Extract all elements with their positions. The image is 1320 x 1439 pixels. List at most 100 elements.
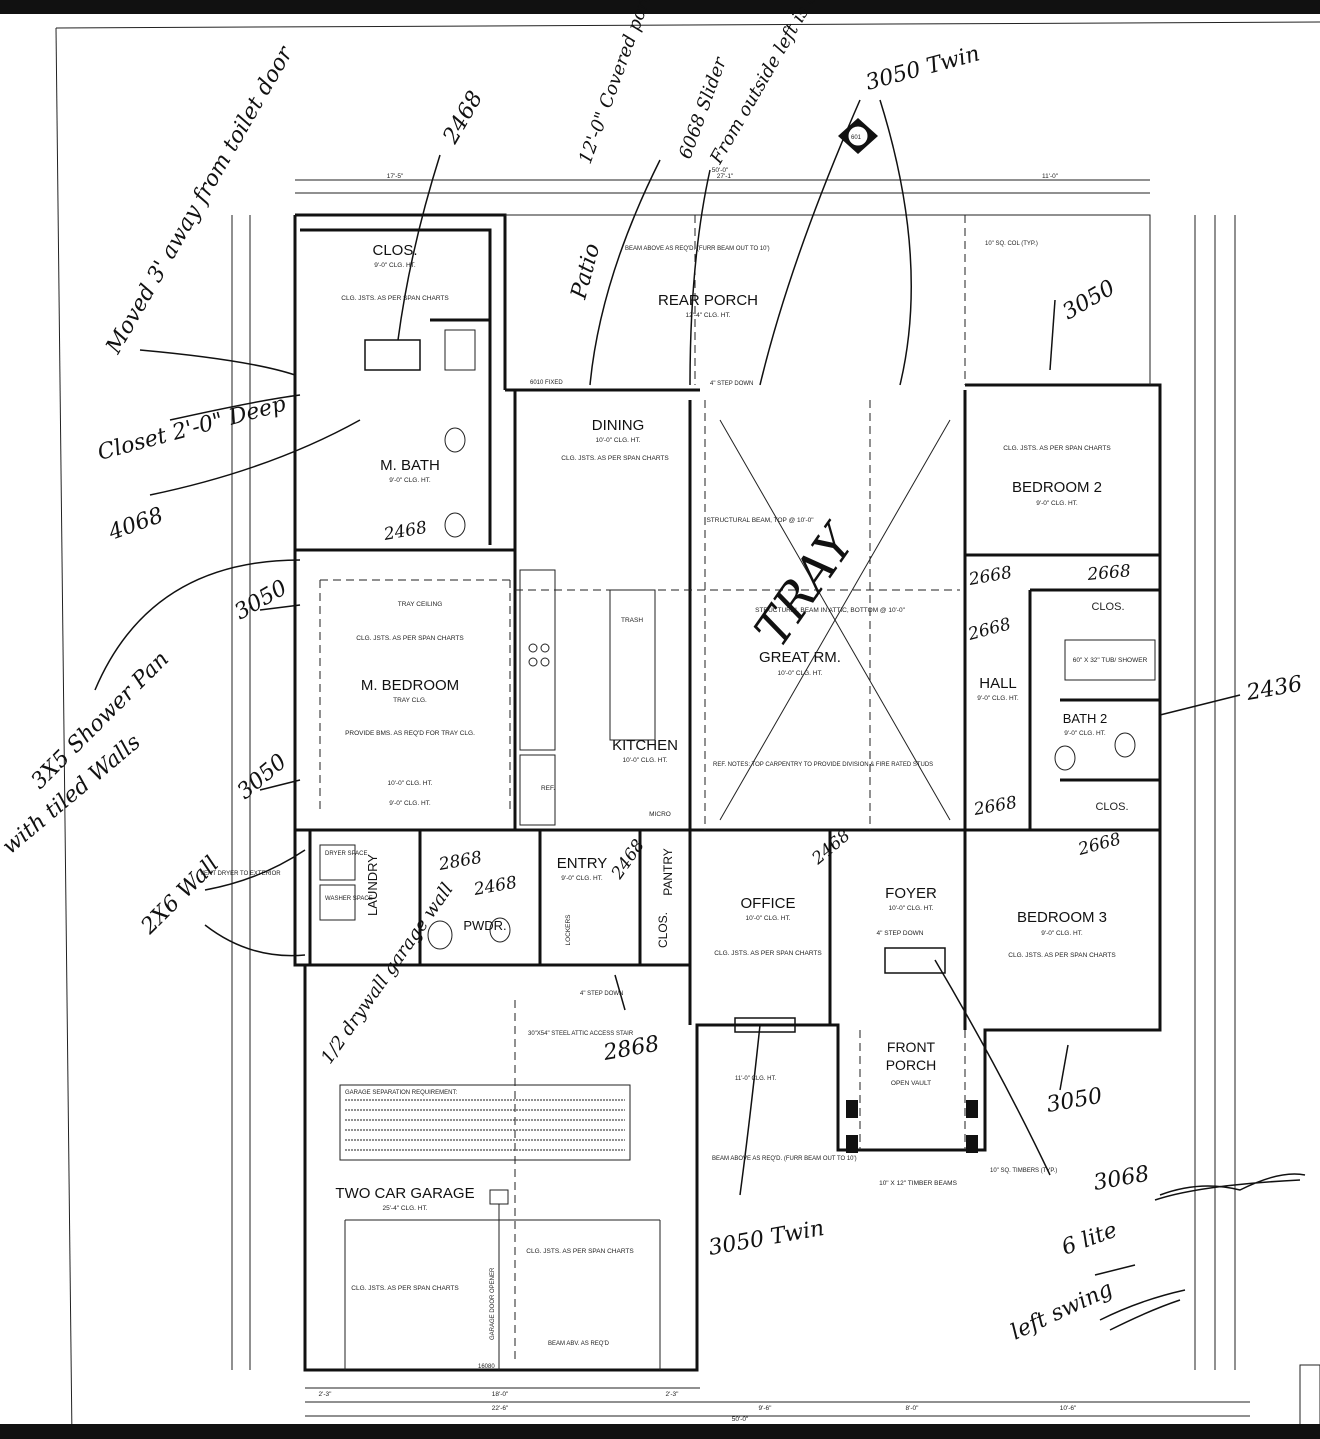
room-kitchen: KITCHEN <box>612 737 678 754</box>
note-clg-front: 11'-0" CLG. HT. <box>735 1076 777 1082</box>
room-bedroom3-clg: 9'-0" CLG. HT. <box>1041 930 1083 937</box>
great-rm-beam: STRUCTURAL BEAM IN ATTIC, BOTTOM @ 10'-0… <box>755 607 905 614</box>
room-m-bath: M. BATH <box>380 457 440 474</box>
room-bedroom2-clg: 9'-0" CLG. HT. <box>1036 500 1078 507</box>
hw-3050-left: 3050 <box>231 576 292 626</box>
hw-2668-a: 2668 <box>966 563 1013 590</box>
hw-2468-top: 2468 <box>438 87 488 149</box>
room-dining-span: CLG. JSTS. AS PER SPAN CHARTS <box>561 455 669 462</box>
hw-3068: 3068 <box>1092 1162 1151 1196</box>
hw-2668-b: 2668 <box>1086 561 1132 585</box>
room-pantry: PANTRY <box>661 848 675 896</box>
kitchen-ref: REF. <box>541 785 555 792</box>
hw-2468-pantry: 2468 <box>607 836 649 884</box>
dim-bottom-g: 10'-6" <box>1060 1405 1077 1412</box>
dim-bottom-a: 2'-3" <box>319 1391 333 1398</box>
room-office-clg: 10'-0" CLG. HT. <box>745 915 790 922</box>
hw-2468-bath: 2468 <box>381 518 428 545</box>
dim-bottom-e: 9'-6" <box>759 1405 773 1412</box>
hw-moved: Moved 3' away from toilet door <box>101 41 299 358</box>
note-step-down: 4" STEP DOWN <box>710 381 753 387</box>
room-entry: ENTRY <box>557 855 608 872</box>
room-garage-clg: 25'-4" CLG. HT. <box>382 1205 427 1212</box>
hw-swing: left swing <box>1007 1277 1117 1346</box>
svg-text:601: 601 <box>851 135 862 141</box>
room-m-bedroom-span: CLG. JSTS. AS PER SPAN CHARTS <box>356 635 464 642</box>
kitchen-trash: TRASH <box>621 617 643 624</box>
room-foyer: FOYER <box>885 885 937 902</box>
dim-top-mid: 27'-1" <box>717 173 734 180</box>
hw-2468-pwdr: 2468 <box>471 873 518 900</box>
entry-lockers: LOCKERS <box>565 914 572 946</box>
garage-beam: BEAM ABV. AS REQ'D <box>548 1341 610 1347</box>
dim-bottom-d: 22'-6" <box>492 1405 509 1412</box>
dim-bottom-c: 2'-3" <box>666 1391 680 1398</box>
dim-top-right: 11'-0" <box>1042 173 1059 180</box>
hw-drywall: 1/2 drywall garage wall <box>317 879 458 1068</box>
dim-top-overall: 50'-0" <box>712 167 729 174</box>
room-m-bedroom-tray: TRAY CEILING <box>398 601 443 608</box>
room-pwdr: PWDR. <box>463 918 506 933</box>
great-rm-beam2: STRUCTURAL BEAM, TOP @ 10'-0" <box>706 517 814 524</box>
room-clos: CLOS. <box>372 242 417 259</box>
room-front-porch-1: FRONT <box>887 1039 936 1055</box>
hw-3050-right: 3050 <box>1059 276 1120 326</box>
room-great-rm-clg: 10'-0" CLG. HT. <box>777 670 822 677</box>
hw-4068: 4068 <box>105 503 167 546</box>
room-dining: DINING <box>592 417 645 434</box>
room-dining-clg: 10'-0" CLG. HT. <box>595 437 640 444</box>
room-clos2: CLOS. <box>1091 601 1124 613</box>
room-entry-clg: 9'-0" CLG. HT. <box>561 875 603 882</box>
room-bedroom3-span: CLG. JSTS. AS PER SPAN CHARTS <box>1008 952 1116 959</box>
room-m-bedroom-note: PROVIDE BMS. AS REQ'D FOR TRAY CLG. <box>345 730 475 737</box>
front-porch-col: 10" SQ. TIMBERS (TYP.) <box>990 1168 1057 1174</box>
room-clos3: CLOS. <box>1095 801 1128 813</box>
room-rear-porch-clg: 12'-4" CLG. HT. <box>685 312 730 319</box>
dim-bottom-b: 18'-0" <box>492 1391 509 1398</box>
hw-closet: Closet 2'-0" Deep <box>95 392 288 466</box>
hw-2868-a: 2868 <box>436 848 483 875</box>
room-m-bedroom: M. BEDROOM <box>361 677 459 694</box>
room-m-bedroom-clg3: 9'-0" CLG. HT. <box>389 800 431 807</box>
laundry-dryer: DRYER SPACE <box>325 851 367 857</box>
laundry-washer: WASHER SPACE <box>325 896 373 902</box>
room-bath2: BATH 2 <box>1063 711 1108 726</box>
room-bedroom3: BEDROOM 3 <box>1017 909 1107 926</box>
hw-2668-d: 2668 <box>971 793 1018 820</box>
hw-6-lite: 6 lite <box>1059 1218 1121 1261</box>
room-foyer-clg: 10'-0" CLG. HT. <box>888 905 933 912</box>
room-m-bedroom-clg: TRAY CLG. <box>393 697 427 704</box>
note-col-typ: 10" SQ. COL (TYP.) <box>985 241 1038 247</box>
room-laundry: LAUNDRY <box>365 854 380 916</box>
hw-2668-c: 2668 <box>965 614 1013 645</box>
foyer-step: 4" STEP DOWN <box>877 930 924 937</box>
room-bath2-clg: 9'-0" CLG. HT. <box>1064 730 1106 737</box>
room-hall-clg: 9'-0" CLG. HT. <box>977 695 1019 702</box>
hw-tray: TRAY <box>744 513 868 657</box>
dim-bottom-overall: 50'-0" <box>732 1416 749 1423</box>
garage-sep-title: GARAGE SEPARATION REQUIREMENT: <box>345 1090 457 1096</box>
room-garage-span2: CLG. JSTS. AS PER SPAN CHARTS <box>526 1248 634 1255</box>
hw-3050-left2: 3050 <box>233 749 292 804</box>
dim-top-left: 17'-5" <box>387 173 404 180</box>
dim-bottom-f: 8'-0" <box>906 1405 920 1412</box>
room-clos-clg: 9'-0" CLG. HT. <box>374 262 416 269</box>
hw-patio: Patio <box>566 241 605 303</box>
room-hall: HALL <box>979 675 1017 692</box>
note-beam-above2: BEAM ABOVE AS REQ'D. (FURR BEAM OUT TO 1… <box>712 1156 857 1162</box>
note-slider-label: 6010 FIXED <box>530 380 563 386</box>
room-kitchen-clg: 10'-0" CLG. HT. <box>622 757 667 764</box>
hw-3050-twin-top: 3050 Twin <box>863 41 982 95</box>
garage-attic: 30"X54" STEEL ATTIC ACCESS STAIR <box>528 1031 634 1037</box>
room-bedroom2-span: CLG. JSTS. AS PER SPAN CHARTS <box>1003 445 1111 452</box>
room-rear-porch: REAR PORCH <box>658 292 758 309</box>
garage-opener: GARAGE DOOR OPENER <box>490 1267 496 1340</box>
room-office: OFFICE <box>741 895 796 912</box>
front-porch-clg: OPEN VAULT <box>891 1080 931 1087</box>
hw-2436: 2436 <box>1244 672 1304 707</box>
hw-3050-twin-bottom: 3050 Twin <box>707 1216 826 1261</box>
room-clos4: CLOS. <box>656 912 670 948</box>
note-ref: REF. NOTES: TOP CARPENTRY TO PROVIDE DIV… <box>713 762 933 768</box>
laundry-vent: VENT DRYER TO EXTERIOR <box>200 871 281 877</box>
room-garage: TWO CAR GARAGE <box>335 1185 474 1202</box>
